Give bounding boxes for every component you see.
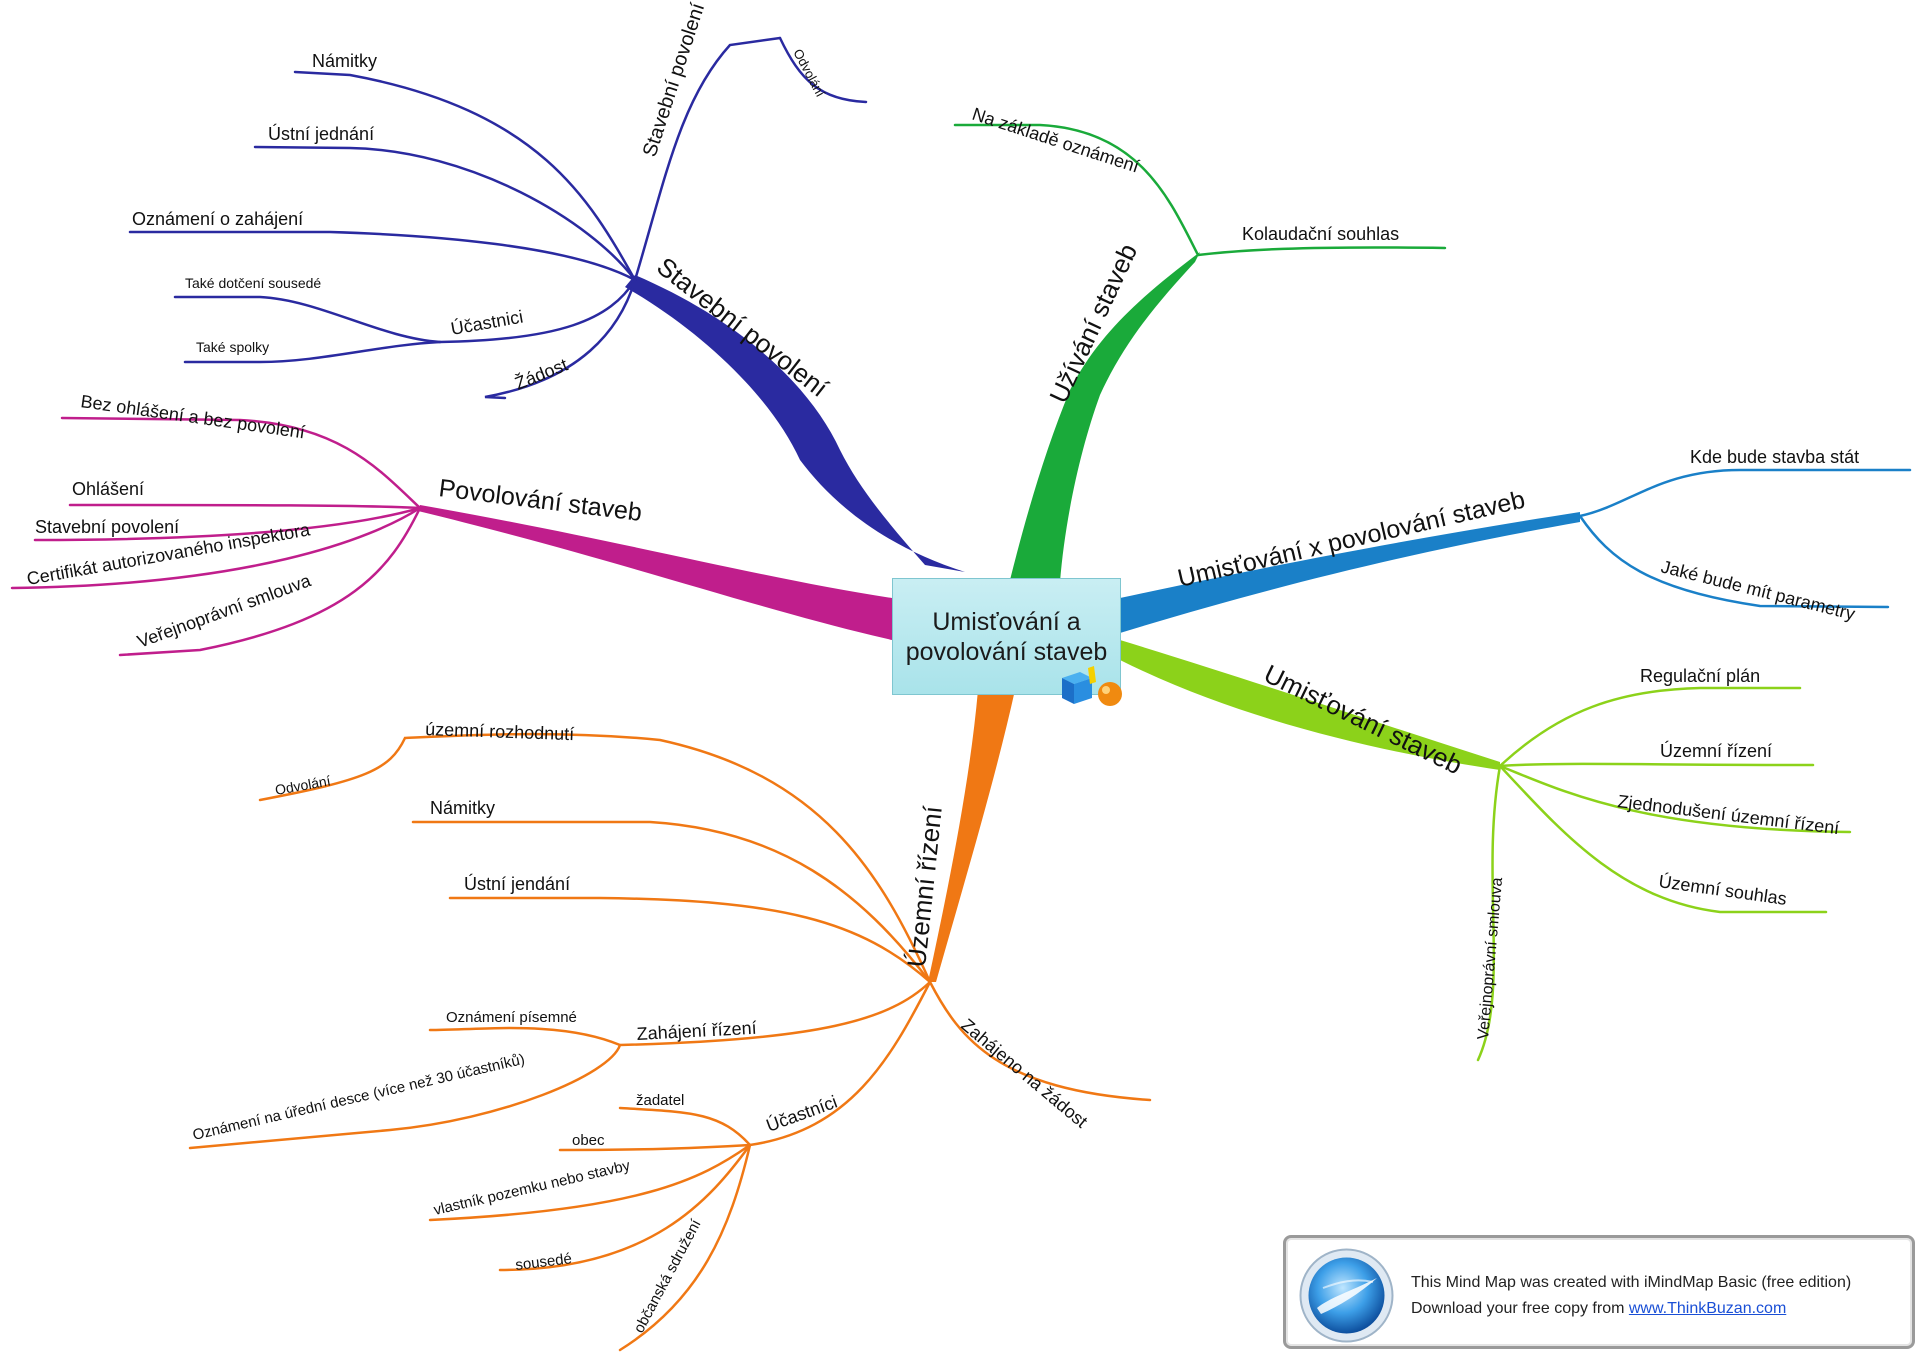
imindmap-cube-icon [1062,666,1122,706]
label-zjednoduseni: Zjednodušení územní řízení [1617,791,1841,838]
imindmap-promo-box: This Mind Map was created with iMindMap … [1283,1235,1915,1349]
label-ustni-jendani: Ústní jendání [464,873,570,894]
label-namitky-top: Námitky [312,51,377,71]
central-topic-line2: povolování staveb [905,637,1108,666]
imindmap-logo-icon [1299,1248,1394,1343]
label-obcanska-sdruzeni: občanská sdružení [631,1216,706,1336]
label-verejnopravni-magenta: Veřejnoprávní smlouva [135,570,315,652]
label-kde-bude-stavba: Kde bude stavba stát [1690,447,1859,467]
branch-povolovani-staveb: Povolování staveb Bez ohlášení a bez pov… [10,391,892,657]
central-topic-line1: Umisťování a [932,607,1081,636]
label-regulacni-plan: Regulační plán [1640,666,1760,686]
label-take-spolky: Také spolky [196,339,269,355]
label-oznameni-o-zahajeni: Oznámení o zahájení [132,209,303,229]
promo-text-line1: This Mind Map was created with iMindMap … [1411,1274,1852,1291]
main-stroke-povolovani-staveb [418,505,892,640]
label-ucastnici-top: Účastnici [449,306,525,339]
branch-uzemni-rizeni: Územní řízení územní rozhodnutí Odvolání… [188,690,1152,1352]
central-topic[interactable]: Umisťování a povolování staveb [892,578,1121,695]
main-stroke-umistovani-staveb [1120,640,1500,770]
label-namitky-orange: Námitky [430,798,495,818]
branch-stavebni-povoleni: Stavební povolení Stavební povolení Odvo… [128,0,965,572]
main-stroke-stavebni-povoleni [625,275,965,572]
label-zahajeno-na-zadost: Zahájeno na žádost [957,1015,1091,1132]
label-vlastnik: vlastník pozemku nebo stavby [432,1157,632,1219]
label-ustni-jednani: Ústní jednání [268,123,374,144]
branch-uzivani-staveb: Užívání staveb Na základě oznámení Kolau… [953,104,1447,582]
thinkbuzan-link[interactable]: www.ThinkBuzan.com [1628,1300,1787,1317]
main-stroke-uzemni-rizeni [928,690,1015,982]
label-uzemni-rizeni-green: Územní řízení [1660,740,1772,761]
label-odvolani-orange: Odvolání [274,772,332,798]
label-sousede: sousedé [514,1250,572,1274]
label-stavebni-povoleni: Stavební povolení [651,251,834,403]
label-zadost-top: Žádost [512,355,571,394]
label-take-dotceni: Také dotčení sousedé [185,275,321,291]
label-stavebni-povoleni-sub: Stavební povolení [639,0,710,160]
label-zadatel: žadatel [636,1092,684,1109]
main-stroke-umistovani-x [1120,512,1580,633]
label-obec: obec [572,1132,605,1149]
label-na-zaklade-oznameni: Na základě oznámení [970,104,1142,177]
main-stroke-uzivani-staveb [1010,252,1200,582]
promo-text-line2: Download your free copy from www.ThinkBu… [1411,1300,1786,1318]
label-uzemni-rozhodnuti: územní rozhodnutí [425,719,575,744]
branch-umistovani-staveb: Umisťování staveb Regulační plán Územní … [1120,640,1852,1062]
label-oznameni-na-uredni: Oznámení na úřední desce (více než 30 úč… [191,1051,526,1144]
label-bez-ohlaseni: Bez ohlášení a bez povolení [79,391,306,442]
label-stavebni-povoleni-magenta: Stavební povolení [35,517,179,537]
promo-text-prefix: Download your free copy from [1411,1300,1629,1317]
branch-umistovani-x-povolovani: Umisťování x povolování staveb Kde bude … [1120,447,1912,633]
label-kolaudacni-souhlas: Kolaudační souhlas [1242,224,1399,244]
label-odvolani-top: Odvolání [790,46,828,99]
label-ohlaseni: Ohlášení [72,479,144,499]
label-oznameni-pisemne: Oznámení písemné [446,1009,577,1026]
label-verejnopravni-green: Veřejnoprávní smlouva [1475,877,1506,1041]
